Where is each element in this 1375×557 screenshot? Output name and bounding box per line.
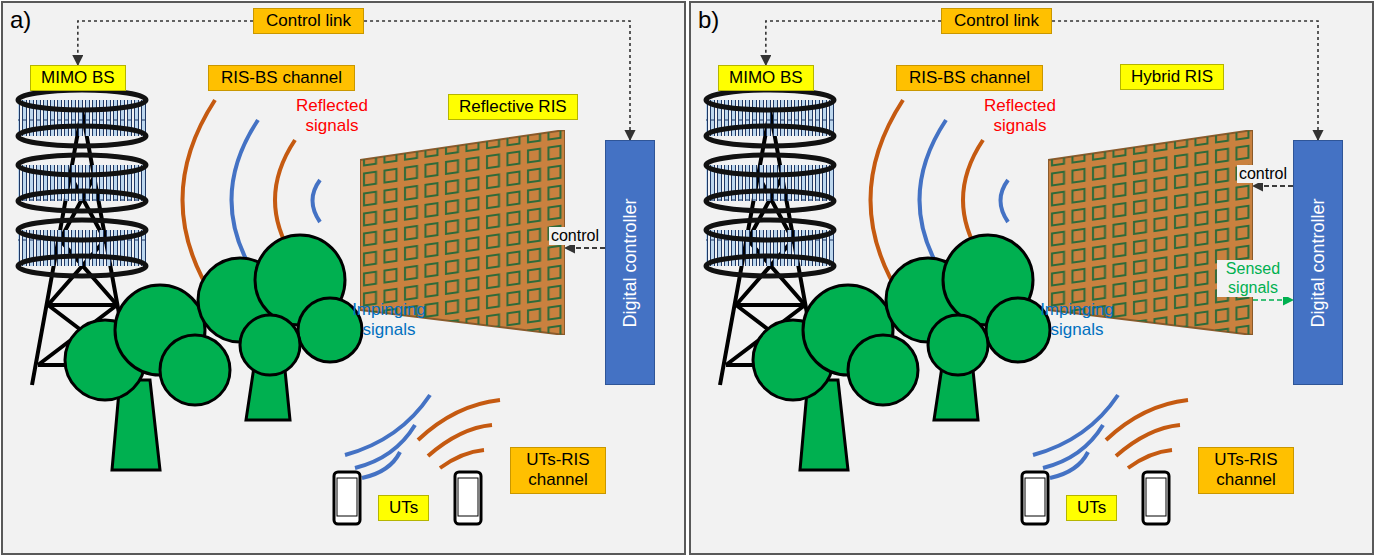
panel-tag: a)	[10, 6, 31, 34]
node-text: MIMO BS	[729, 68, 803, 88]
signal-label: Impinging signals	[344, 300, 434, 339]
node-text: RIS-BS channel	[221, 68, 342, 88]
node-text: Digital controller	[1308, 198, 1329, 327]
signal-label: Reflected signals	[290, 96, 374, 135]
signal-label: Reflected signals	[978, 96, 1062, 135]
node-text: UTs	[389, 498, 418, 518]
node-text: Reflective RIS	[448, 94, 578, 120]
connector	[1253, 185, 1293, 187]
channel-label: RIS-BS channel	[208, 65, 355, 91]
ut-label: UTs	[378, 495, 429, 521]
node-text: UTs	[1077, 498, 1106, 518]
bs-label: MIMO BS	[718, 65, 814, 91]
connector	[766, 21, 941, 65]
node-text: Hybrid RIS	[1120, 64, 1224, 90]
node-text: MIMO BS	[41, 68, 115, 88]
edge-label: control	[1237, 165, 1289, 183]
channel-label: UTs-RIS channel	[1198, 447, 1294, 494]
bs-label: MIMO BS	[30, 65, 126, 91]
edge-label: control	[549, 227, 601, 245]
node-text: UTs-RIS channel	[1205, 450, 1287, 491]
edge-label: Sensed signals	[1217, 260, 1289, 297]
controller-box: Digital controller	[1293, 140, 1343, 385]
connector	[364, 21, 630, 140]
node-text: Digital controller	[620, 198, 641, 327]
link-label: Control link	[941, 8, 1052, 34]
connector	[1052, 21, 1318, 140]
node-text: Control link	[954, 11, 1039, 31]
channel-label: RIS-BS channel	[896, 65, 1043, 91]
signal-label: Impinging signals	[1032, 300, 1122, 339]
link-label: Control link	[253, 8, 364, 34]
controller-box: Digital controller	[605, 140, 655, 385]
channel-label: UTs-RIS channel	[510, 447, 606, 494]
connector	[565, 247, 605, 249]
ut-label: UTs	[1066, 495, 1117, 521]
panel-tag: b)	[698, 6, 719, 34]
connector	[78, 21, 253, 65]
node-text: Control link	[266, 11, 351, 31]
node-text: RIS-BS channel	[909, 68, 1030, 88]
node-text: UTs-RIS channel	[517, 450, 599, 491]
connector	[1253, 299, 1293, 301]
